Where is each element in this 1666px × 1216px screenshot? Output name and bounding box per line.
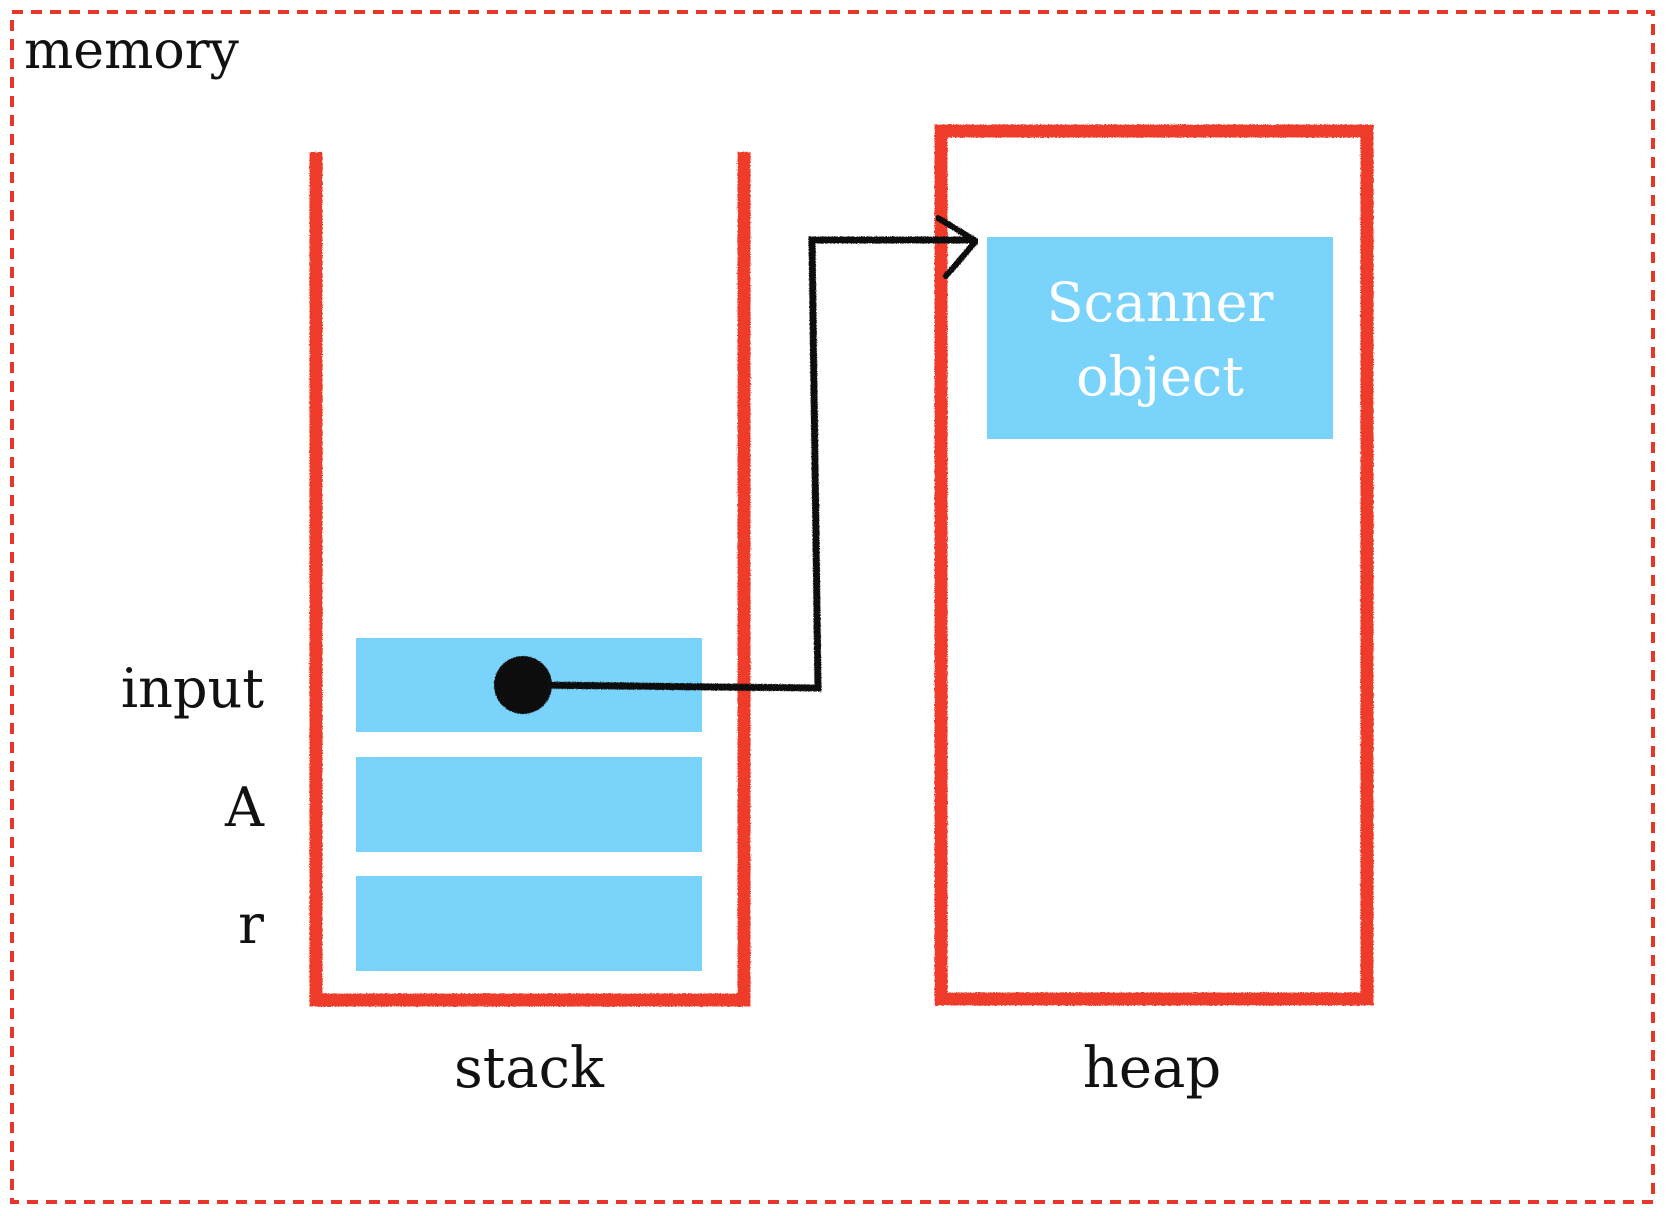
stack-cell-A — [356, 757, 702, 852]
variable-label-A: A — [224, 776, 265, 839]
heap-container — [934, 124, 1374, 1006]
memory-label: memory — [24, 21, 240, 81]
stack-label: stack — [454, 1036, 605, 1101]
memory-boundary — [10, 10, 1655, 1204]
stack-container — [309, 152, 751, 1007]
pointer-dot-icon — [494, 656, 552, 714]
scanner-object-box — [987, 237, 1333, 439]
scanner-object-label-line1: Scanner — [1047, 271, 1274, 334]
heap-label: heap — [1083, 1036, 1221, 1101]
variable-label-r: r — [238, 893, 264, 956]
arrowhead-icon — [935, 215, 981, 279]
scanner-object-label-line2: object — [1076, 345, 1244, 408]
reference-arrow-line — [529, 236, 972, 692]
variable-label-input: input — [121, 657, 264, 720]
stack-cell-r — [356, 876, 702, 971]
